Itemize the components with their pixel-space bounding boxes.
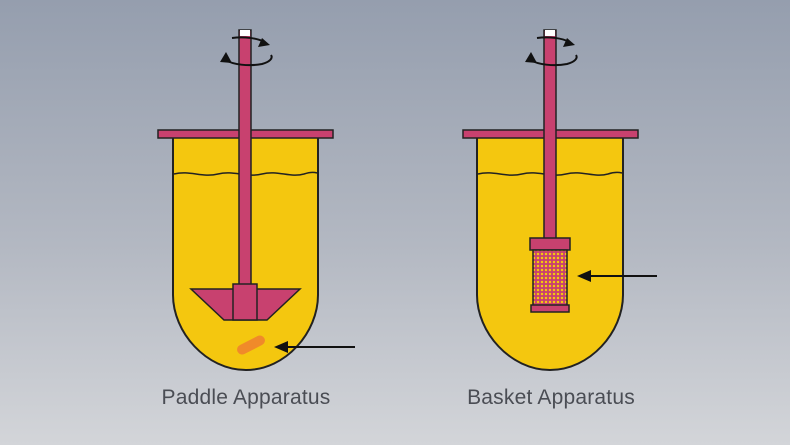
paddle-apparatus — [157, 29, 355, 372]
basket-mesh — [532, 249, 568, 307]
paddle-apparatus-caption: Paddle Apparatus — [161, 386, 331, 409]
rotation-arrows-icon — [525, 36, 578, 67]
basket-shaft-tip — [545, 30, 555, 36]
pointer-arrow-icon — [274, 341, 355, 353]
paddle-tablet — [237, 335, 265, 355]
rotation-arrows-icon — [220, 36, 273, 67]
basket-apparatus-caption: Basket Apparatus — [467, 386, 635, 409]
basket-apparatus — [462, 29, 657, 372]
basket-liquid-surface — [477, 171, 623, 176]
basket-top-cap — [529, 237, 571, 251]
paddle-shaft — [238, 29, 252, 287]
basket-bottom-rim — [530, 304, 570, 313]
paddle-hub — [232, 283, 258, 321]
paddle-shaft-tip — [240, 30, 250, 36]
paddle-liquid-surface — [173, 171, 318, 176]
basket-shaft — [543, 29, 557, 241]
pointer-arrow-icon — [577, 270, 657, 282]
